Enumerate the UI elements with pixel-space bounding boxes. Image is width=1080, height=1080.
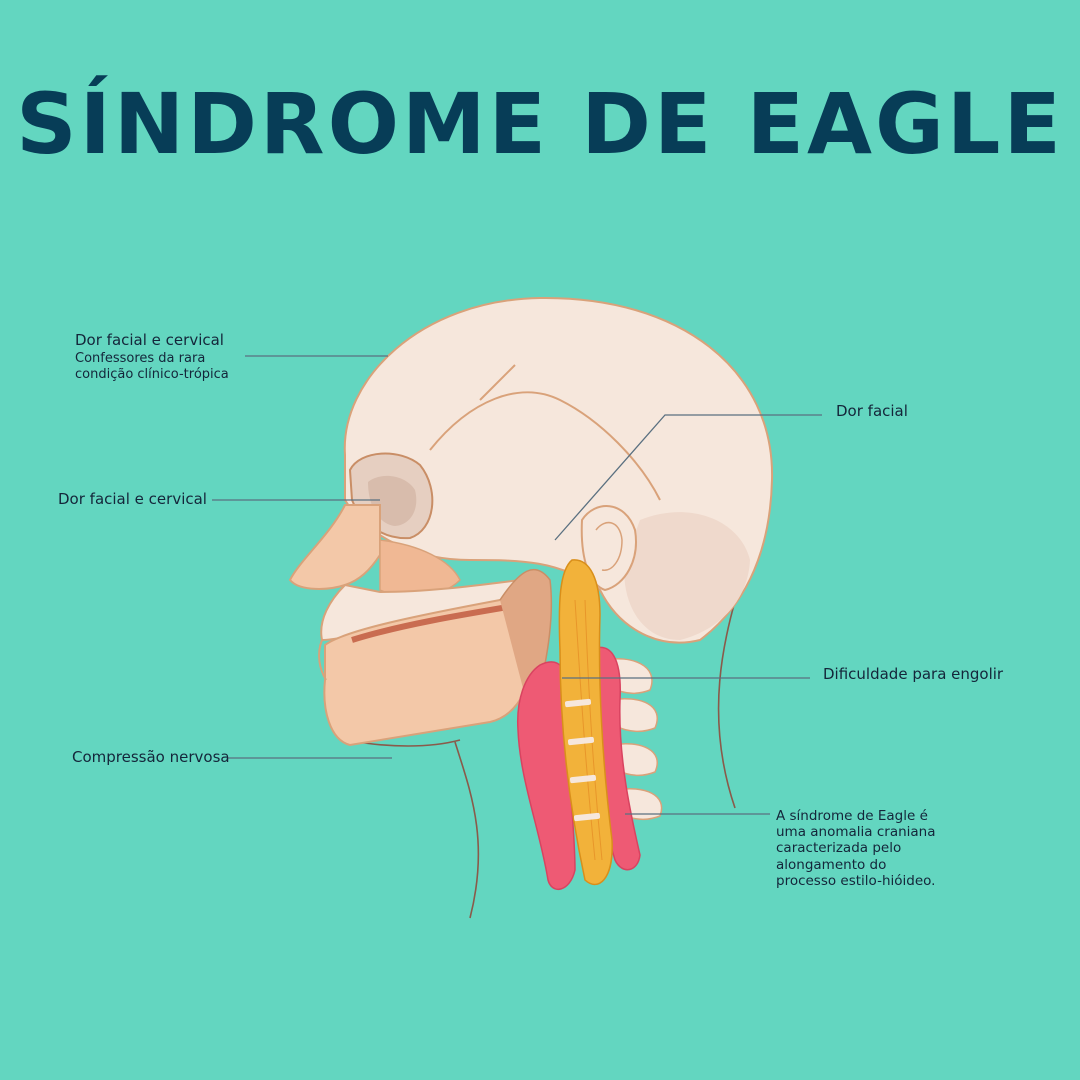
description-line: caracterizada pelo [776,840,902,857]
label-mid-right: Dificuldade para engolir [823,665,1004,683]
nerve-fibers [574,599,603,861]
label-mid-left: Dor facial e cervical [58,490,207,508]
styloid-nerve-bundle [558,559,613,886]
skull-fold-line [479,364,516,401]
neck-front-outline [454,741,480,919]
page-title: SÍNDROME DE EAGLE [16,75,1064,173]
label-top-left-sub-2: condição clínico-trópica [75,367,229,382]
description-line: alongamento do [776,856,887,873]
lips [318,639,327,681]
description-block: A síndrome de Eagle é uma anomalia crani… [776,808,976,889]
leader-lines [212,355,822,815]
description-line: uma anomalia craniana [776,824,936,841]
ear-inner [595,521,623,571]
face-nose [288,504,381,590]
skull-temporal-line [429,391,661,501]
leader-top-right [554,414,822,541]
label-top-left-sub-1: Confessores da rara [75,351,206,366]
label-bottom-left: Compressão nervosa [72,748,230,766]
vertebral-discs [564,698,601,822]
skull-occipital-shade [624,512,750,640]
description-line: processo estilo-hióideo. [776,872,936,889]
description-line: A síndrome de Eagle é [776,808,928,824]
label-top-left-title: Dor facial e cervical [75,331,224,349]
label-top-right: Dor facial [836,402,908,420]
mandible-teeth-line [351,602,521,643]
